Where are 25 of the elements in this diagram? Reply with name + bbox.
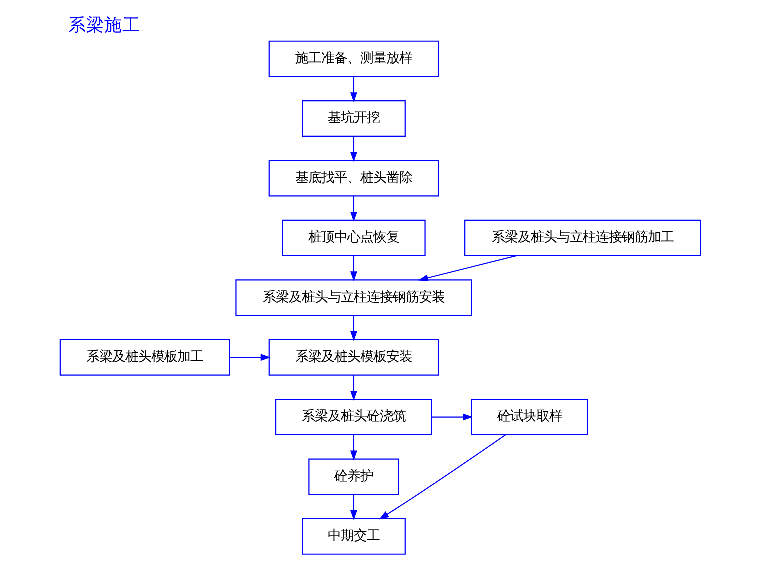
arrow — [350, 316, 357, 342]
node-box: 砼养护 — [308, 458, 399, 496]
node-box: 系梁及桩头与立柱连接钢筋安装 — [235, 280, 472, 316]
node-box: 基底找平、桩头凿除 — [268, 160, 439, 197]
node-box: 系梁及桩头与立柱连接钢筋加工 — [464, 220, 701, 256]
arrow — [350, 196, 357, 222]
arrow — [350, 76, 357, 103]
arrow — [350, 494, 357, 520]
diagram-title: 系梁施工 — [68, 16, 140, 36]
node-box: 系梁及桩头模板安装 — [268, 339, 439, 376]
node-box: 中期交工 — [302, 518, 406, 555]
node-box: 系梁及桩头模板加工 — [59, 339, 230, 376]
arrow — [350, 136, 357, 162]
arrow — [350, 375, 357, 402]
node-box: 砼试块取样 — [470, 399, 588, 436]
arrow — [418, 255, 516, 282]
node-box: 基坑开挖 — [302, 100, 406, 137]
arrow — [350, 435, 357, 461]
node-box: 施工准备、测量放样 — [268, 40, 439, 78]
arrow — [229, 354, 270, 362]
arrow — [378, 434, 506, 520]
arrow — [432, 414, 473, 421]
arrow — [350, 256, 357, 282]
node-box: 系梁及桩头砼浇筑 — [274, 399, 432, 436]
node-box: 桩顶中心点恢复 — [282, 220, 426, 256]
